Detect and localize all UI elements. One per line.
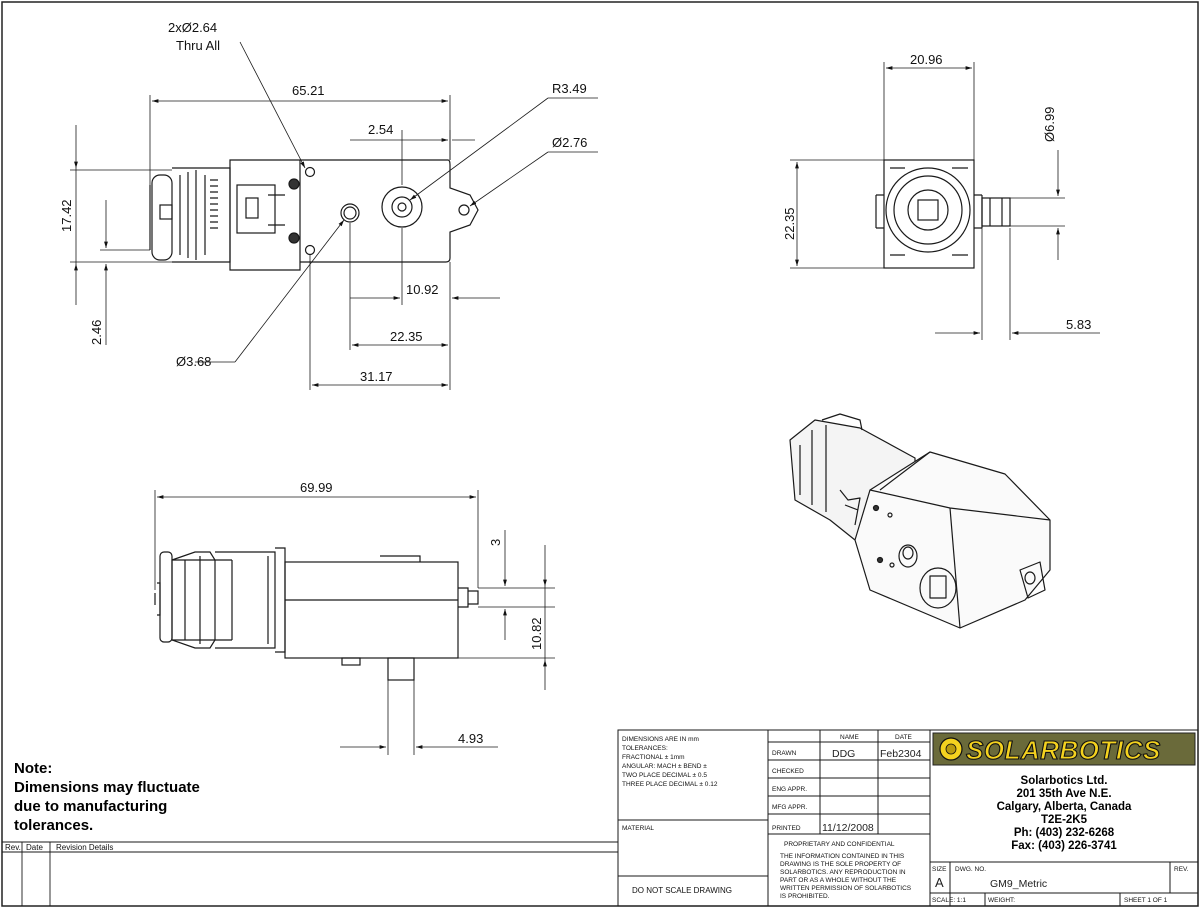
company-city: Calgary, Alberta, Canada <box>997 801 1132 813</box>
dwg-number-label: DWG. NO. <box>955 866 986 873</box>
note-line: due to manufacturing <box>14 798 167 815</box>
boss-distance-label: 22.35 <box>390 329 423 344</box>
mount-hole-label: Ø2.76 <box>552 135 587 150</box>
end-view-dimensions <box>790 62 1100 340</box>
note-line: Note: <box>14 760 52 777</box>
size-value: A <box>935 875 944 890</box>
proprietary-line: DRAWING IS THE SOLE PROPERTY OF <box>780 861 901 868</box>
top-view-dimensions <box>70 41 598 390</box>
side-view-dimensions <box>154 490 555 755</box>
offset-low-label: 2.46 <box>89 320 104 345</box>
dwg-number-value: GM9_Metric <box>990 878 1047 890</box>
revision-details-header: Revision Details <box>56 843 113 852</box>
revision-date-header: Date <box>26 843 43 852</box>
size-label: SIZE <box>932 866 947 873</box>
side-view-labels: 69.99 3 10.82 4.93 <box>300 480 544 746</box>
company-street: 201 35th Ave N.E. <box>1016 788 1111 800</box>
top-view-labels: 2xØ2.64 Thru All 65.21 R3.49 2.54 Ø2.76 … <box>59 20 587 384</box>
shaft-height-label: 10.82 <box>529 617 544 650</box>
proprietary-notice: PROPRIETARY AND CONFIDENTIAL THE INFORMA… <box>780 841 912 900</box>
logo-text: SOLARBOTICS <box>966 735 1161 765</box>
proprietary-title: PROPRIETARY AND CONFIDENTIAL <box>784 841 895 848</box>
scale-label: SCALE: 1:1 <box>932 897 966 904</box>
proprietary-line: WRITTEN PERMISSION OF SOLARBOTICS <box>780 885 912 892</box>
proprietary-line: PART OR AS A WHOLE WITHOUT THE <box>780 877 897 884</box>
boss-width-label: 4.93 <box>458 731 483 746</box>
radius-label: R3.49 <box>552 81 587 96</box>
revision-rev-header: Rev. <box>5 843 21 852</box>
hole-note-label: Thru All <box>176 38 220 53</box>
side-length-label: 69.99 <box>300 480 333 495</box>
printed-date-value: 11/12/2008 <box>822 822 874 834</box>
company-name: Solarbotics Ltd. <box>1021 775 1108 787</box>
drawn-label: DRAWN <box>772 750 797 757</box>
end-width-label: 20.96 <box>910 52 943 67</box>
do-not-scale-label: DO NOT SCALE DRAWING <box>632 886 732 895</box>
tolerance-line: TOLERANCES: <box>622 745 668 752</box>
title-block-grid <box>617 729 1199 907</box>
note-line: Dimensions may fluctuate <box>14 779 200 796</box>
top-view <box>149 159 479 271</box>
proprietary-line: SOLARBOTICS. ANY REPRODUCTION IN <box>780 869 906 876</box>
end-height-label: 22.35 <box>782 207 797 240</box>
drawn-date-value: Feb2304 <box>880 748 922 760</box>
printed-label: PRINTED <box>772 825 801 832</box>
isometric-view <box>789 413 1051 629</box>
company-fax: Fax: (403) 226-3741 <box>1011 840 1117 852</box>
eng-approval-label: ENG APPR. <box>772 786 807 793</box>
material-label: MATERIAL <box>622 825 654 832</box>
shaft-diameter-label: Ø6.99 <box>1042 107 1057 142</box>
tolerance-line: THREE PLACE DECIMAL ± 0.12 <box>622 781 718 788</box>
company-postal: T2E-2K5 <box>1041 814 1088 826</box>
tolerance-line: ANGULAR: MACH ± BEND ± <box>622 763 707 770</box>
hole-distance-label: 31.17 <box>360 369 393 384</box>
height-label: 17.42 <box>59 199 74 232</box>
proprietary-line: IS PROHIBITED. <box>780 893 830 900</box>
shaft-offset-label: 2.54 <box>368 122 393 137</box>
tolerance-note: Note: Dimensions may fluctuate due to ma… <box>14 760 200 834</box>
revision-table <box>2 841 618 906</box>
note-line: tolerances. <box>14 817 93 834</box>
side-view <box>154 547 479 681</box>
mfg-approval-label: MFG APPR. <box>772 804 808 811</box>
checked-label: CHECKED <box>772 768 804 775</box>
tolerances-block: DIMENSIONS ARE IN mm TOLERANCES: FRACTIO… <box>622 736 718 788</box>
company-phone: Ph: (403) 232-6268 <box>1014 827 1115 839</box>
name-column-header: NAME <box>840 734 859 741</box>
sheet-label: SHEET 1 OF 1 <box>1124 897 1168 904</box>
shaft-flat-label: 3 <box>488 539 503 546</box>
tolerance-line: FRACTIONAL ± 1mm <box>622 754 685 761</box>
weight-label: WEIGHT: <box>988 897 1015 904</box>
overall-length-label: 65.21 <box>292 83 325 98</box>
tolerance-line: DIMENSIONS ARE IN mm <box>622 736 699 743</box>
end-view <box>875 159 1011 269</box>
company-address: Solarbotics Ltd. 201 35th Ave N.E. Calga… <box>997 775 1132 852</box>
drawn-name-value: DDG <box>832 748 855 760</box>
shaft-protrusion-label: 5.83 <box>1066 317 1091 332</box>
tolerance-line: TWO PLACE DECIMAL ± 0.5 <box>622 772 707 779</box>
hole-dimension-label: 2xØ2.64 <box>168 20 217 35</box>
solarbotics-logo: SOLARBOTICS <box>932 732 1196 766</box>
boss-diameter-label: Ø3.68 <box>176 354 211 369</box>
end-view-labels: 20.96 22.35 Ø6.99 5.83 <box>782 52 1091 332</box>
rev-label: REV. <box>1174 866 1189 873</box>
shaft-distance-label: 10.92 <box>406 282 439 297</box>
date-column-header: DATE <box>895 734 913 741</box>
proprietary-line: THE INFORMATION CONTAINED IN THIS <box>780 853 905 860</box>
